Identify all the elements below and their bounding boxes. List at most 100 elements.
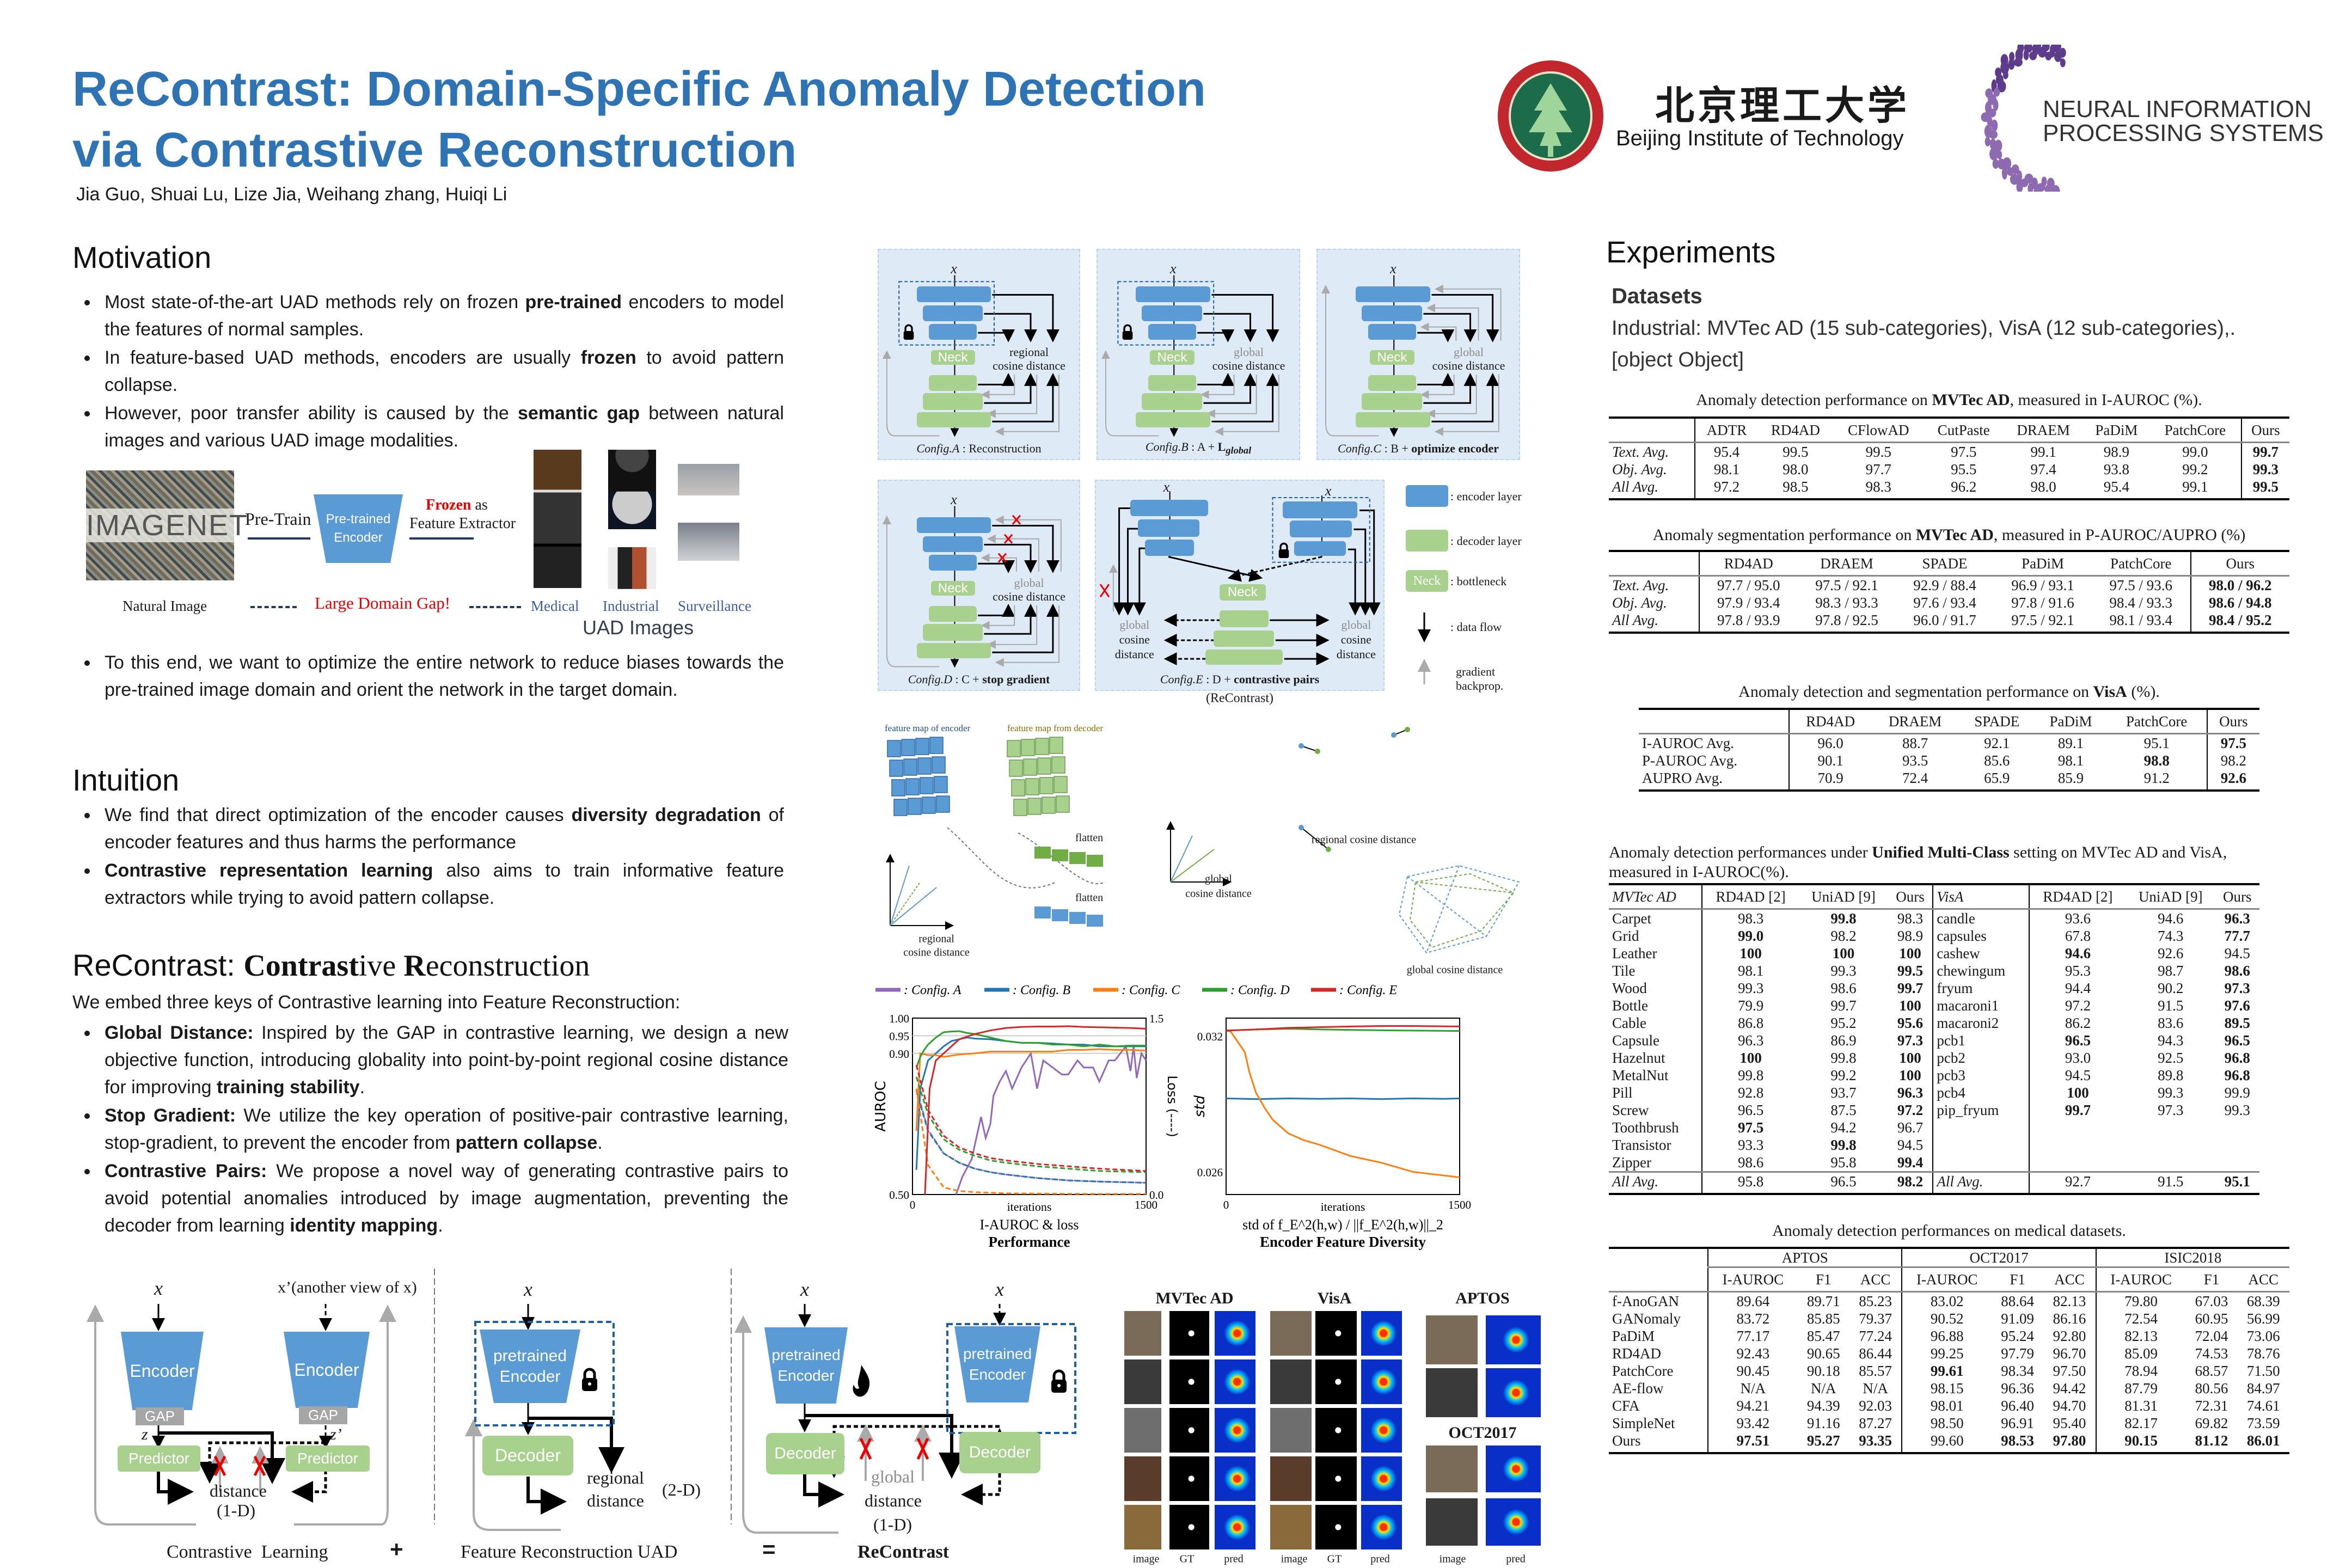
column-header: I-AUROC [1901, 1267, 1992, 1293]
legend-label: : Config. A [904, 983, 961, 997]
table-cell: 97.3 [1897, 1032, 1924, 1049]
y2-tick-label: 1.5 [1149, 1012, 1163, 1025]
logo-dot [2031, 177, 2038, 189]
caption-part: Anomaly segmentation performance on [1652, 526, 1916, 544]
table-cell: 86.16 [2053, 1310, 2086, 1327]
bullet-text: also aims to train informative feature e… [105, 860, 784, 908]
feature-cube [893, 799, 908, 816]
config-sep: : D + [1203, 672, 1234, 686]
table-cell: 90.2 [2158, 980, 2184, 996]
table-cell: 60.95 [2195, 1310, 2228, 1327]
bd-x-4: x [995, 1278, 1004, 1300]
table-cell: 97.6 / 93.4 [1913, 595, 1976, 611]
example-pred [1361, 1504, 1402, 1550]
dashed-arrow-icon [469, 606, 521, 608]
table-cell: 85.23 [1859, 1293, 1892, 1309]
visa-caption: Anomaly detection and segmentation perfo… [1639, 683, 2259, 701]
table-cell: 95.40 [2053, 1415, 2086, 1431]
heading-part: R [403, 949, 426, 983]
table-cell: Obj. Avg. [1612, 461, 1667, 477]
table-cell: 99.1 [2149, 478, 2241, 500]
table-cell: 99.0 [2182, 444, 2208, 460]
decoder-layer [1368, 375, 1417, 391]
title-line-1: ReContrast: Domain-Specific Anomaly Dete… [72, 62, 1206, 117]
bullet-text: semantic gap [518, 403, 640, 424]
table-cell: 96.2 [1924, 478, 2004, 500]
chart-title: std of f_E^2(h,w) / ||f_E^2(h,w)||_2 [1242, 1217, 1443, 1233]
neurips-line-1: NEURAL INFORMATION [2043, 96, 2312, 122]
feature-cube [1021, 739, 1035, 756]
table-cell [2126, 1136, 2215, 1154]
column-header: PatchCore [2106, 708, 2207, 734]
column-header: F1 [2185, 1267, 2238, 1293]
caption-part: Anomaly detection performances under [1609, 843, 1872, 861]
feature-cube [932, 756, 946, 774]
bullet-text: We propose a novel way of generating con… [105, 1161, 788, 1236]
input-x-label: x [951, 491, 957, 507]
encoder-layer [922, 536, 983, 552]
as-word: as [471, 497, 488, 513]
table-cell: 99.3 [2224, 1102, 2250, 1118]
example-gt [1315, 1504, 1357, 1550]
table-cell: 100 [1899, 1067, 1921, 1083]
panel-arrows [1099, 491, 1381, 666]
logo-dot [2010, 174, 2019, 185]
y-tick-label: 0.95 [889, 1030, 909, 1043]
distance-type-label: global [1454, 345, 1484, 359]
logo-dot [2002, 70, 2008, 79]
table-cell [2028, 1154, 2126, 1172]
table-cell: candle [1932, 909, 2029, 927]
bullet-text: encoders to model the features of normal… [105, 292, 784, 340]
table-cell: 82.13 [2095, 1327, 2186, 1345]
encoder-layer [1362, 305, 1423, 321]
dataset-header: VisA [1317, 1289, 1352, 1307]
table-cell: 96.40 [2001, 1398, 2034, 1414]
decoder-layer [1220, 610, 1269, 627]
logo-dot [1984, 137, 1990, 147]
encoder-label: Encoder [969, 1366, 1026, 1383]
table-cell: Pill [1612, 1085, 1633, 1101]
table-cell: Capsule [1612, 1032, 1659, 1049]
table-cell: 89.64 [1707, 1291, 1798, 1310]
table-cell: 94.5 [2224, 945, 2250, 961]
decoder-layer [1362, 393, 1423, 410]
bullet-text: . [597, 1132, 603, 1153]
training-charts: : Config. A: Config. B: Config. C: Confi… [873, 983, 1471, 1250]
z-prime-label: z’ [330, 1425, 342, 1443]
column-label: GT [1179, 1553, 1195, 1565]
table-cell: 96.7 [1897, 1119, 1924, 1136]
table-cell: 95.3 [2028, 962, 2126, 979]
config-desc: stop gradient [982, 672, 1050, 686]
table-cell [1609, 1267, 1708, 1293]
caption-part: Unified Multi-Class [1872, 843, 2010, 861]
config-desc: optimize encoder [1411, 441, 1499, 455]
input-x-label: x [1163, 479, 1170, 495]
table-cell: I-AUROC Avg. [1642, 735, 1735, 751]
column-header: Ours [1888, 883, 1933, 910]
table-cell: 88.64 [2001, 1293, 2034, 1309]
logo-dot [1988, 108, 1996, 118]
table-cell: 97.6 [2224, 997, 2250, 1014]
std-line-3 [1226, 1025, 1460, 1032]
feature-cube [929, 737, 944, 754]
example-pred [1214, 1504, 1256, 1550]
x-axis-label: iterations [1007, 1200, 1052, 1214]
loss-line-2 [915, 1088, 1146, 1195]
bd-x-2: x [524, 1278, 532, 1300]
bullet-text: pattern collapse [455, 1132, 598, 1153]
feature-illustration: feature map of encoder feature map from … [877, 719, 1530, 985]
table-cell: 86.2 [2028, 1014, 2126, 1032]
example-img [1270, 1359, 1312, 1405]
table-cell: 97.5 / 93.6 [2109, 577, 2173, 593]
column-header: VisA [1932, 883, 2029, 910]
input-x-label: x [1389, 260, 1396, 277]
legend-arrows [1418, 612, 1431, 684]
x-tick-label: 1500 [1448, 1198, 1471, 1211]
